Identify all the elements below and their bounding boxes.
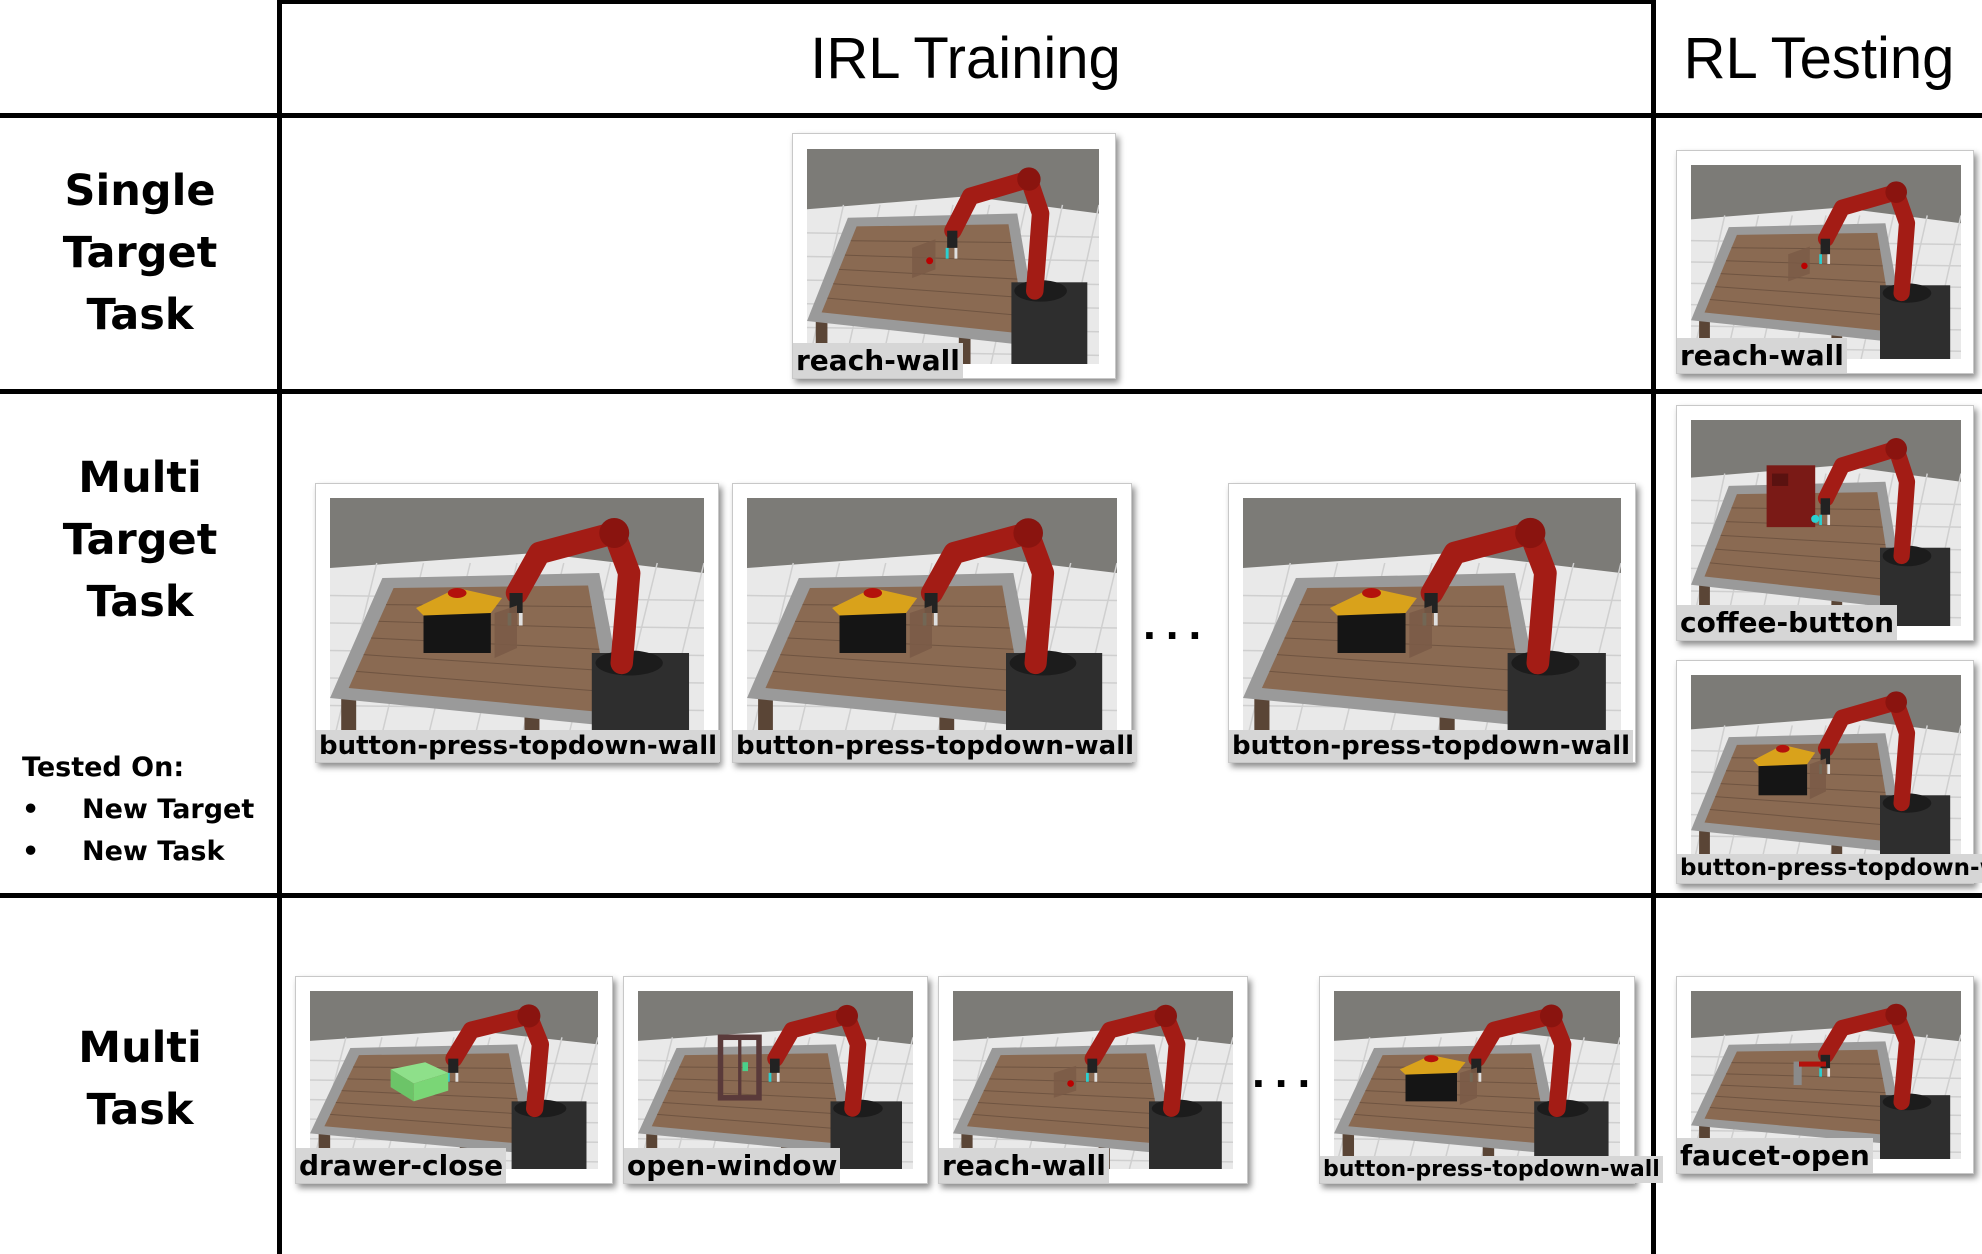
task-caption: drawer-close: [296, 1148, 507, 1183]
task-card-mt-test-2: button-press-topdown-wall: [1676, 660, 1982, 884]
task-caption: faucet-open: [1677, 1138, 1873, 1173]
scene-image: [330, 498, 704, 748]
task-card-mtask-train-2: open-window: [623, 976, 928, 1184]
scene-thumbnail: [1691, 165, 1961, 359]
tested-on-item-new-task: •New Task: [22, 836, 225, 867]
task-card-mtask-train-1: drawer-close: [295, 976, 613, 1184]
tested-on-item-new-target: •New Target: [22, 794, 255, 825]
task-card-mtask-test-1: faucet-open: [1676, 976, 1974, 1174]
task-card-mt-train-1: button-press-topdown-wall: [315, 483, 721, 763]
scene-image: [1243, 498, 1621, 748]
scene-thumbnail: [807, 149, 1099, 364]
grid-vline-left: [277, 0, 282, 1254]
task-caption: button-press-topdown-wall: [1677, 854, 1982, 883]
task-card-mt-train-2: button-press-topdown-wall: [732, 483, 1138, 763]
scene-image: [1691, 991, 1961, 1159]
ellipsis-multi-task: ...: [1252, 1045, 1321, 1097]
ellipsis-multi-target: ...: [1143, 597, 1212, 649]
scene-thumbnail: [1334, 991, 1620, 1169]
task-caption: coffee-button: [1677, 605, 1898, 640]
scene-thumbnail: [747, 498, 1117, 748]
task-card-mtask-train-3: reach-wall: [938, 976, 1248, 1184]
row-label-multi-task: Multi Task: [78, 1023, 202, 1135]
scene-image: [807, 149, 1099, 364]
scene-thumbnail: [1691, 675, 1961, 869]
task-card-mtask-train-4: button-press-topdown-wall: [1319, 976, 1663, 1184]
tested-on-title: Tested On:: [22, 752, 185, 783]
task-caption: reach-wall: [939, 1148, 1109, 1183]
scene-image: [747, 498, 1117, 748]
header-rl-testing: RL Testing: [1683, 26, 1955, 91]
scene-image: [1691, 420, 1961, 626]
scene-thumbnail: [953, 991, 1233, 1169]
scene-thumbnail: [638, 991, 913, 1169]
bullet-icon: •: [22, 794, 40, 825]
task-caption: open-window: [624, 1148, 841, 1183]
scene-thumbnail: [1691, 991, 1961, 1159]
scene-image: [638, 991, 913, 1169]
task-caption: reach-wall: [793, 343, 963, 378]
scene-image: [1691, 165, 1961, 359]
grid-hline-row1: [0, 389, 1982, 394]
task-card-single-train: reach-wall: [792, 133, 1116, 379]
grid-hline-row2: [0, 893, 1982, 898]
row-label-multi-target-task: Multi Target Task: [62, 453, 218, 627]
scene-thumbnail: [310, 991, 598, 1169]
task-caption: reach-wall: [1677, 338, 1847, 373]
grid-hline-header: [0, 113, 1982, 118]
task-card-mt-train-3: button-press-topdown-wall: [1228, 483, 1636, 763]
task-caption: button-press-topdown-wall: [316, 729, 721, 762]
task-card-mt-test-1: coffee-button: [1676, 405, 1974, 641]
row-label-single-target-task: Single Target Task: [62, 166, 218, 340]
scene-image: [1691, 675, 1961, 869]
scene-image: [1334, 991, 1620, 1169]
task-card-single-test: reach-wall: [1676, 150, 1974, 374]
header-irl-training: IRL Training: [810, 26, 1121, 91]
scene-thumbnail: [330, 498, 704, 748]
scene-image: [310, 991, 598, 1169]
scene-thumbnail: [1691, 420, 1961, 626]
grid-vline-right: [1651, 0, 1656, 1254]
task-caption: button-press-topdown-wall: [733, 729, 1138, 762]
bullet-icon: •: [22, 836, 40, 867]
grid-hline-top: [277, 0, 1656, 4]
scene-image: [953, 991, 1233, 1169]
task-caption: button-press-topdown-wall: [1229, 729, 1634, 762]
scene-thumbnail: [1243, 498, 1621, 748]
task-caption: button-press-topdown-wall: [1320, 1155, 1663, 1183]
